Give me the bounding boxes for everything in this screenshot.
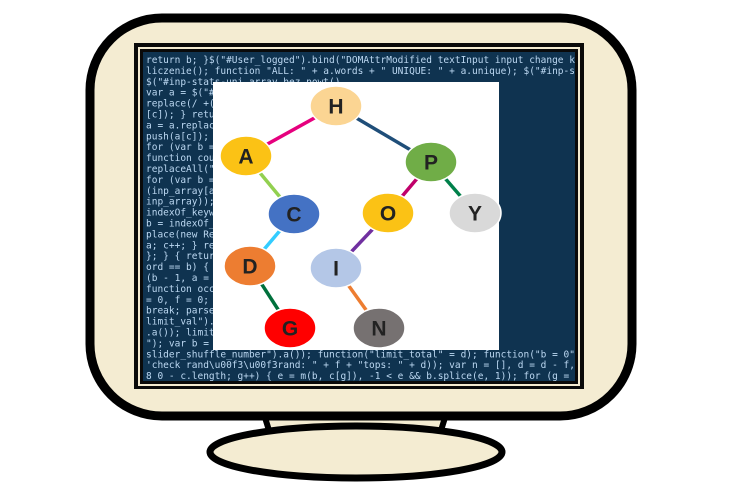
tree-node-p: P (404, 141, 458, 183)
tree-node-i: I (309, 247, 363, 289)
tree-node-circle (352, 307, 406, 349)
tree-node-circle (448, 192, 502, 234)
code-line: 8 0 - c.length; g++) { e = m(b, c[g]), -… (146, 371, 678, 382)
tree-node-label: Y (468, 203, 482, 226)
tree-node-label: D (242, 256, 257, 279)
tree-node-g: G (263, 307, 317, 349)
tree-node-label: G (282, 318, 298, 341)
tree-node-label: O (380, 203, 396, 226)
code-line: slider_shuffle_number").a()); function("… (146, 349, 615, 360)
tree-node-circle (267, 193, 321, 235)
tree-node-label: I (333, 258, 339, 281)
binary-tree-nodes: H A P C O Y D I G N (219, 85, 502, 349)
tree-node-label: N (371, 318, 386, 341)
tree-node-n: N (352, 307, 406, 349)
monitor-base (206, 422, 506, 482)
tree-node-h: H (309, 85, 363, 127)
tree-node-circle (309, 247, 363, 289)
tree-node-circle (223, 245, 277, 287)
tree-node-circle (263, 307, 317, 349)
tree-node-label: P (424, 152, 438, 175)
code-line: return b; }$("#User_logged").bind("DOMAt… (146, 55, 756, 66)
tree-node-circle (219, 135, 273, 177)
tree-node-o: O (361, 192, 415, 234)
screen-inner-border (138, 47, 580, 386)
code-line: 'check rand\u00f3\u00f3rand: " + f + "to… (146, 360, 707, 371)
tree-node-y: Y (448, 192, 502, 234)
tree-node-circle (309, 85, 363, 127)
tree-node-c: C (267, 193, 321, 235)
code-line: liczenie(); function "ALL: " + a.words +… (146, 66, 756, 77)
tree-node-label: H (328, 96, 343, 119)
tree-node-a: A (219, 135, 273, 177)
tree-node-label: A (238, 146, 253, 169)
tree-node-label: C (286, 204, 301, 227)
tree-node-circle (361, 192, 415, 234)
code-line: .a()); limit_va nt($(" (146, 328, 272, 339)
tree-node-circle (404, 141, 458, 183)
tree-node-d: D (223, 245, 277, 287)
